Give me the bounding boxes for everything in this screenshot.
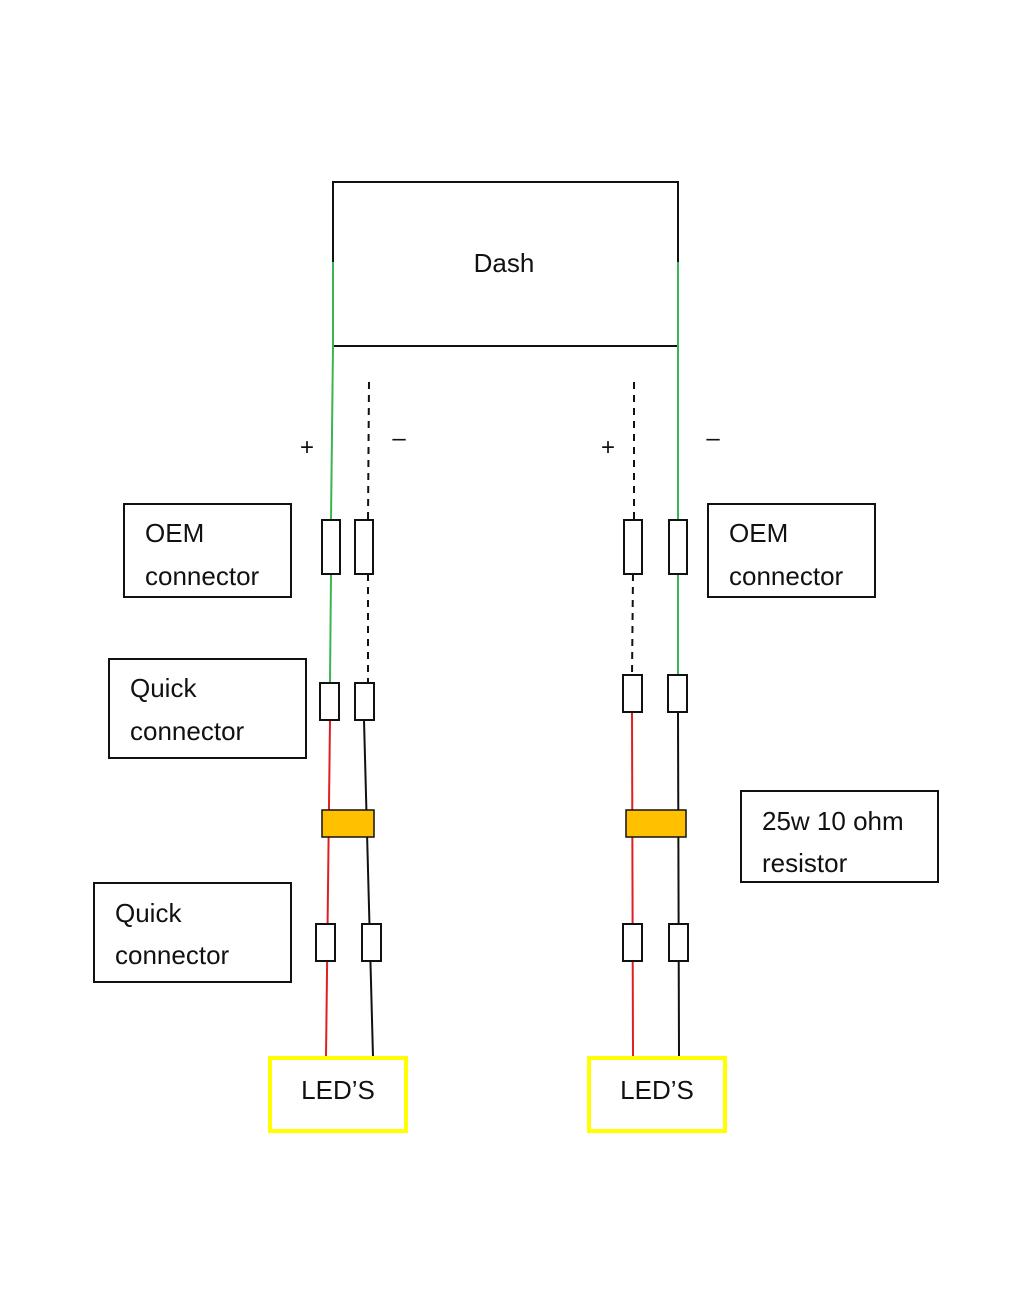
right-oem-label-box	[707, 503, 876, 598]
left-positive-wire-mid	[329, 573, 332, 684]
left-quick1-label-line1: Quick	[130, 673, 197, 703]
left-oem-label-box	[123, 503, 292, 598]
right-quick-connector-1-positive	[622, 674, 643, 713]
left-resistor	[321, 809, 375, 838]
right-resistor	[625, 809, 687, 838]
left-plus-sign: +	[300, 434, 314, 461]
left-led-box	[268, 1056, 408, 1133]
right-oem-connector-negative	[668, 519, 688, 575]
right-plus-sign: +	[601, 434, 615, 461]
left-quick2-label-line2: connector	[115, 940, 230, 970]
left-negative-wire-lower	[363, 719, 374, 1058]
left-oem-connector-negative	[354, 519, 374, 575]
right-minus-sign: –	[706, 425, 720, 452]
left-quick-connector-1-negative	[354, 682, 375, 721]
left-quick-connector-2-positive	[315, 923, 336, 962]
left-led-label: LED’S	[301, 1075, 375, 1105]
left-quick-connector-2-negative	[361, 923, 382, 962]
right-oem-label-line1: OEM	[729, 518, 788, 548]
dash-label: Dash	[474, 248, 535, 278]
left-positive-wire-top	[330, 345, 334, 521]
right-resistor-label-line2: resistor	[762, 848, 848, 878]
left-quick-connector-1-positive	[319, 682, 340, 721]
right-oem-label-line2: connector	[729, 561, 844, 591]
dash-box	[332, 181, 679, 347]
right-resistor-label-box	[740, 790, 939, 883]
left-negative-wire-top	[367, 381, 370, 521]
left-quick-connector-1-label-box	[108, 658, 307, 759]
right-quick-connector-1-negative	[667, 674, 688, 713]
left-quick1-label-line2: connector	[130, 716, 245, 746]
left-quick-connector-2-label-box	[93, 882, 292, 983]
right-quick-connector-2-positive	[622, 923, 643, 962]
left-oem-connector-positive	[321, 519, 341, 575]
right-resistor-label-line1: 25w 10 ohm	[762, 806, 904, 836]
right-positive-wire-mid	[631, 573, 634, 676]
right-oem-connector-positive	[623, 519, 643, 575]
left-positive-wire-lower	[325, 719, 331, 1058]
left-oem-label-line1: OEM	[145, 518, 204, 548]
left-oem-label-line2: connector	[145, 561, 260, 591]
left-quick2-label-line1: Quick	[115, 898, 182, 928]
right-led-box	[587, 1056, 727, 1133]
left-minus-sign: –	[392, 425, 406, 452]
right-positive-wire-lower	[631, 711, 634, 1058]
right-quick-connector-2-negative	[668, 923, 689, 962]
right-led-label: LED’S	[620, 1075, 694, 1105]
right-negative-wire-lower	[677, 711, 680, 1058]
